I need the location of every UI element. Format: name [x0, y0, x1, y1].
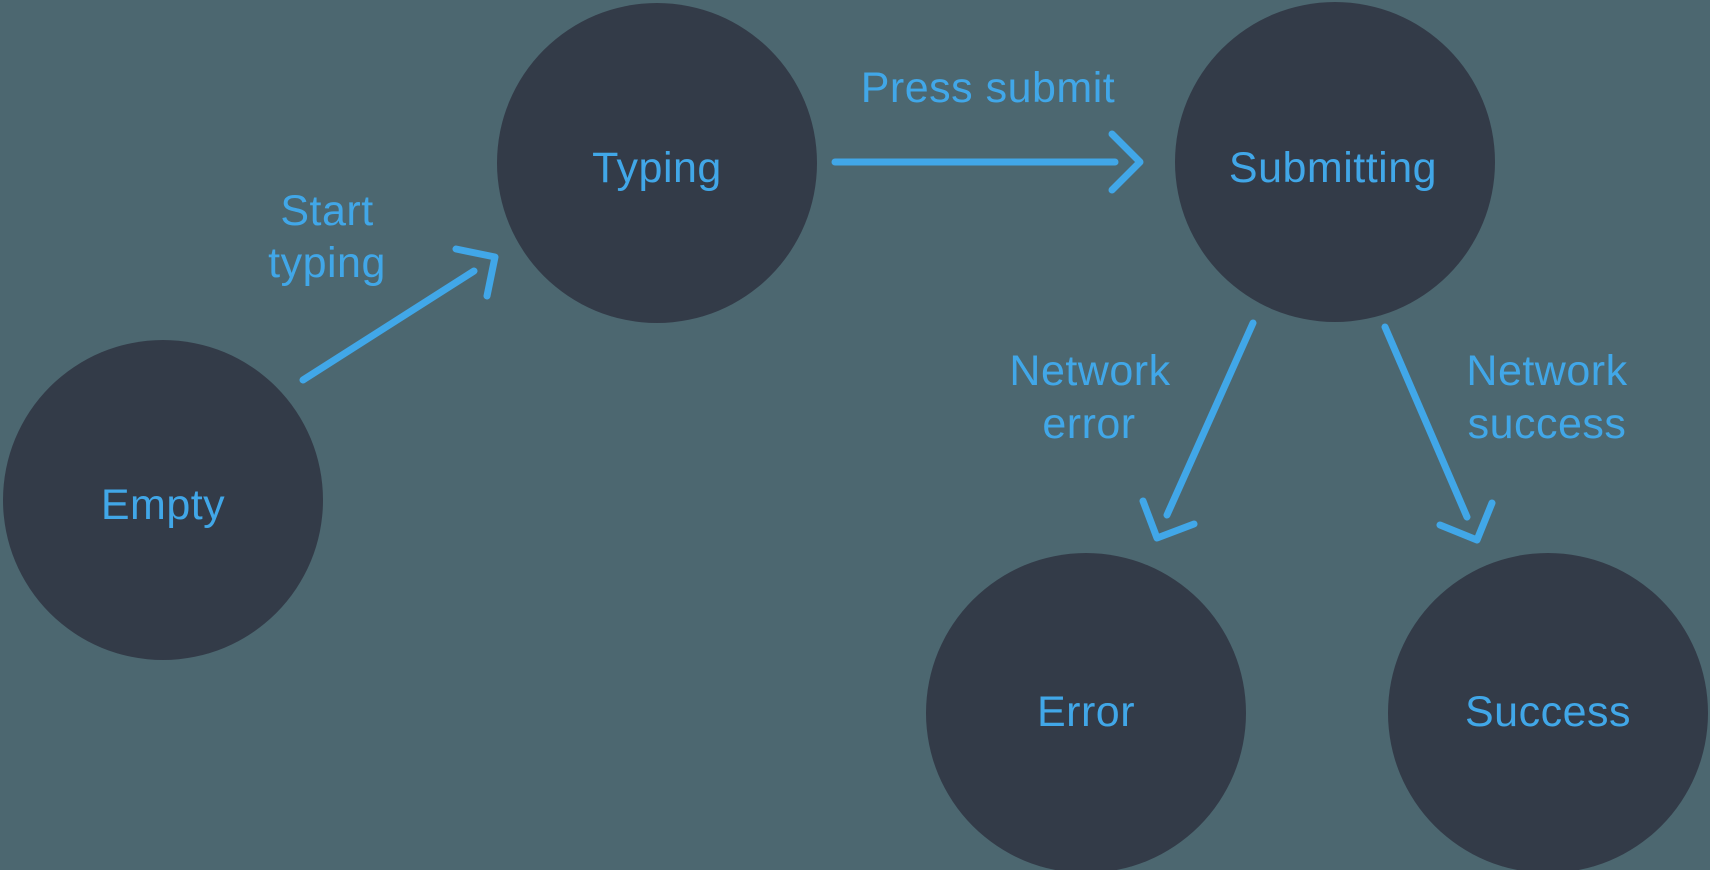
state-empty: Empty	[3, 340, 323, 660]
transition-arrowhead-press-submit	[1108, 130, 1144, 194]
state-circle-success	[1388, 553, 1708, 870]
transition-arrowhead-network-success	[1436, 499, 1496, 544]
state-circle-error	[926, 553, 1246, 870]
transition-label-network-success-line-1: Network	[1466, 347, 1627, 395]
state-submitting: Submitting	[1175, 2, 1495, 322]
transition-arrow-network-error-shaft	[1163, 319, 1257, 519]
state-circle-empty	[3, 340, 323, 660]
state-circle-submitting	[1175, 2, 1495, 322]
transition-arrow-start-typing-shaft	[299, 267, 478, 384]
transition-label-start-typing-line-2: typing	[268, 239, 386, 287]
transition-arrow-network-success-shaft	[1381, 323, 1471, 521]
state-label-typing: Typing	[592, 144, 722, 192]
state-success: Success	[1388, 553, 1708, 870]
transition-label-start-typing-line-1: Start	[280, 187, 373, 235]
state-circle-typing	[497, 3, 817, 323]
transition-label-network-success-line-2: success	[1468, 400, 1627, 448]
transition-label-network-error-line-2: error	[1042, 400, 1135, 448]
transition-press-submit: Press submit	[831, 64, 1144, 194]
transition-arrowhead-start-typing	[452, 245, 499, 300]
state-label-empty: Empty	[101, 481, 225, 529]
state-label-submitting: Submitting	[1229, 144, 1437, 192]
transition-label-network-error-line-1: Network	[1009, 347, 1170, 395]
transition-arrowhead-network-error	[1139, 497, 1198, 542]
state-error: Error	[926, 553, 1246, 870]
state-typing: Typing	[497, 3, 817, 323]
transition-network-error: Network error	[1009, 319, 1257, 542]
state-label-error: Error	[1037, 688, 1135, 736]
transition-start-typing: Start typing	[268, 187, 499, 384]
transition-label-press-submit: Press submit	[861, 64, 1116, 112]
transition-network-success: Network success	[1381, 323, 1627, 544]
state-label-success: Success	[1465, 688, 1631, 736]
